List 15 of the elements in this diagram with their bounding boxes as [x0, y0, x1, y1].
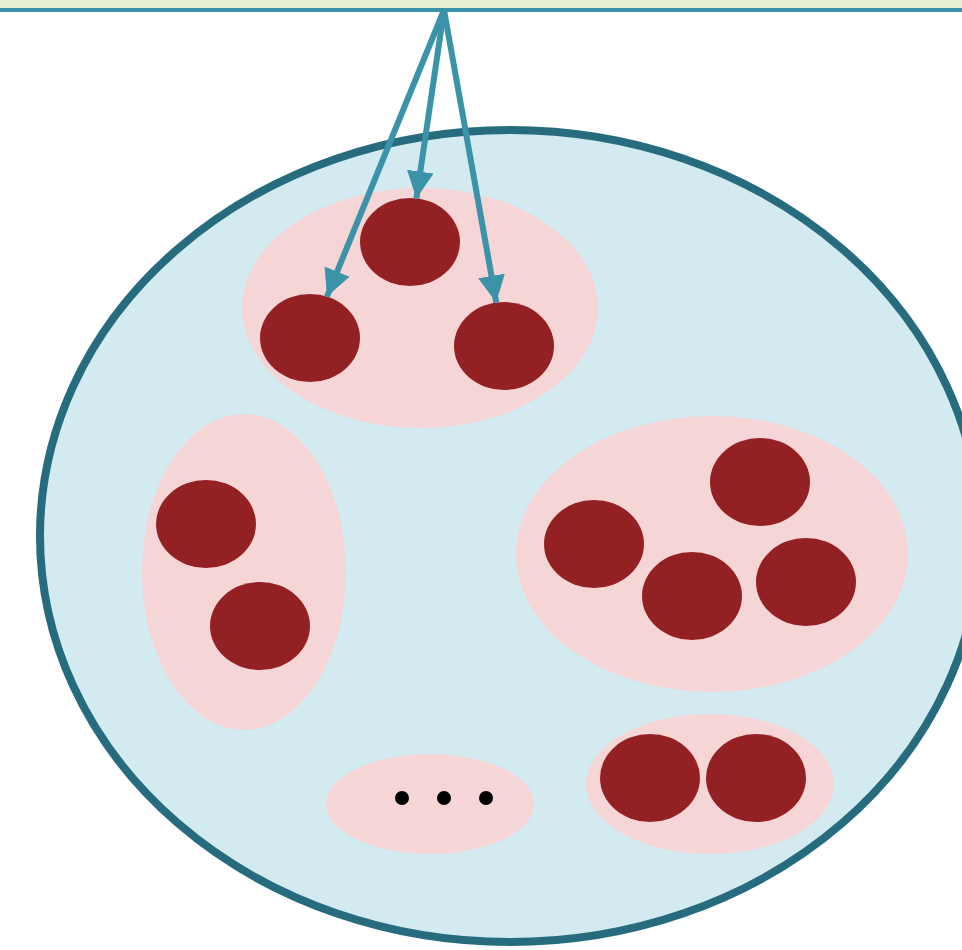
arrow [441, 9, 505, 304]
top-bar [0, 0, 962, 12]
dark-circle [360, 198, 460, 286]
dark-circle [210, 582, 310, 670]
arrow [324, 8, 447, 298]
dark-circle [260, 294, 360, 382]
dark-circle [156, 480, 256, 568]
dark-circle [706, 734, 806, 822]
dark-circle [454, 302, 554, 390]
dark-circle [544, 500, 644, 588]
dark-circle [642, 552, 742, 640]
dark-circle [756, 538, 856, 626]
cluster-ellipse [326, 754, 534, 854]
dark-circle [600, 734, 700, 822]
dark-circle [710, 438, 810, 526]
